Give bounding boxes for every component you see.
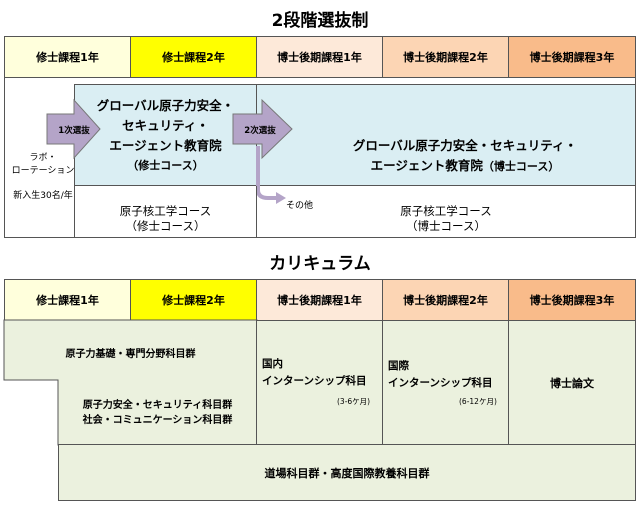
doctoral-thesis-box: 博士論文	[508, 320, 636, 445]
other-label: その他	[286, 201, 314, 211]
international-period-label: (6-12ケ月)	[459, 397, 497, 406]
curr-year-d3: 博士後期課程3年	[508, 279, 636, 321]
safety-subjects-label: 原子力安全・セキュリティ科目群 社会・コミュニケーション科目群	[82, 400, 233, 426]
new-students-label: 新入生30名/年	[13, 191, 73, 201]
doctor-course-label: （博士コース）	[482, 160, 560, 173]
domestic-internship-box	[256, 320, 383, 445]
curr-year-m2: 修士課程2年	[130, 279, 257, 321]
domestic-internship-label: 国内 インターンシップ科目	[262, 358, 367, 387]
other-arrow-head	[276, 192, 286, 204]
year-d3: 博士後期課程3年	[508, 36, 636, 78]
international-internship-box	[382, 320, 509, 445]
first-selection-label: 1次選抜	[58, 126, 90, 136]
dojo-subjects-label: 道場科目群・高度国際教養科目群	[264, 466, 430, 480]
first-selection-arrow	[46, 98, 101, 160]
master-course-label: （修士コース）	[127, 159, 204, 172]
selection-arrows	[46, 98, 293, 204]
other-path-arrow	[256, 146, 278, 200]
nuclear-master-label: 原子核工学コース （修士コース）	[119, 204, 212, 233]
year-d2: 博士後期課程2年	[382, 36, 509, 78]
selection-title: 2段階選抜制	[271, 11, 369, 31]
doctoral-thesis-label: 博士論文	[550, 376, 594, 390]
curr-year-d1: 博士後期課程1年	[256, 279, 383, 321]
basic-subjects-label: 原子力基礎・専門分野科目群	[65, 349, 196, 360]
international-internship-label: 国際 インターンシップ科目	[388, 360, 493, 389]
master-program-box	[74, 84, 257, 186]
master-program-label: グローバル原子力安全・ セキュリティ・ エージェント教育院	[96, 98, 235, 153]
domestic-period-label: (3-6ケ月)	[337, 397, 371, 406]
second-selection-arrow	[232, 98, 293, 160]
doctor-program-label: グローバル原子力安全・セキュリティ・ エージェント教育院（博士コース）	[300, 116, 630, 177]
curriculum-title: カリキュラム	[269, 254, 371, 274]
doctor-program-name: グローバル原子力安全・セキュリティ・ エージェント教育院	[352, 138, 578, 173]
nuclear-doctor-label: 原子核工学コース （博士コース）	[400, 204, 492, 233]
dojo-subjects-box: 道場科目群・高度国際教養科目群	[58, 444, 636, 501]
second-selection-label: 2次選抜	[244, 126, 276, 136]
nuclear-divider-left	[74, 186, 75, 238]
curr-year-d2: 博士後期課程2年	[382, 279, 509, 321]
lab-rotation-label: ラボ・ ローテーション	[11, 153, 75, 176]
doctor-program-box	[256, 84, 636, 186]
nuclear-divider-mid	[256, 186, 257, 238]
